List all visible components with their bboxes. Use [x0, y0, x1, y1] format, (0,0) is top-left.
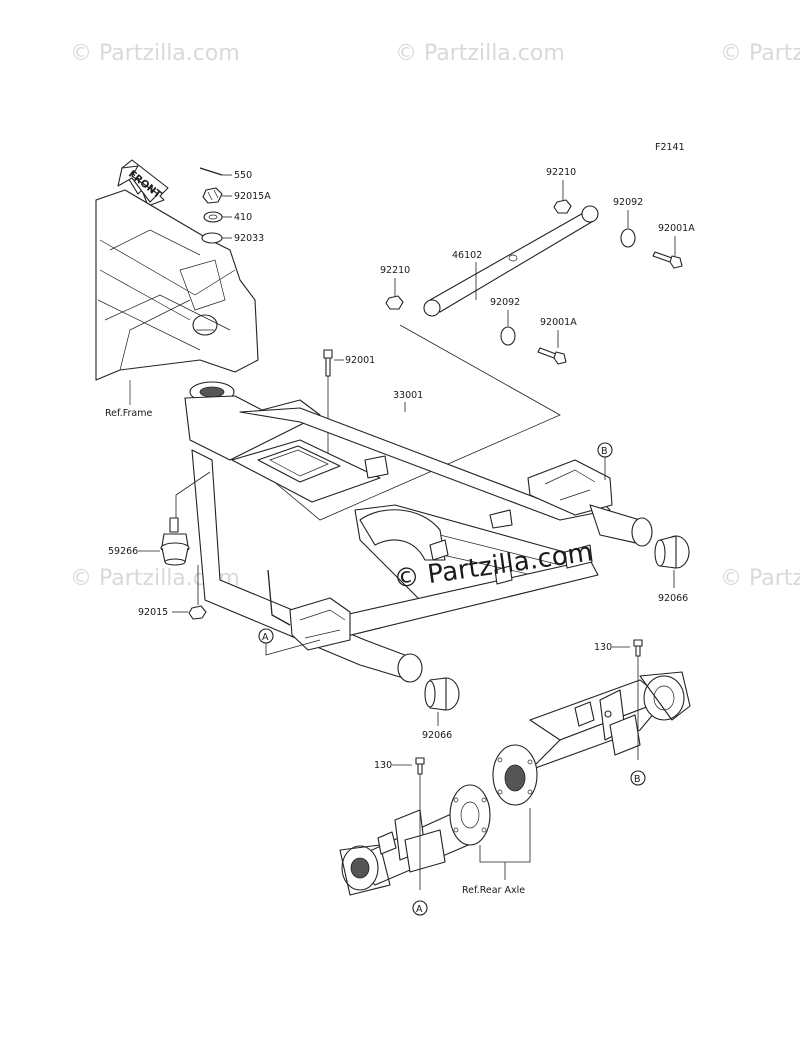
callout-b-upper: B	[601, 446, 608, 457]
part-92210-top-label: 92210	[546, 167, 576, 178]
part-46102-label: 46102	[452, 250, 482, 261]
nut-icon	[385, 295, 404, 310]
frame-reference-drawing	[95, 189, 259, 405]
axle-flange-left	[449, 784, 491, 846]
part-92066-bottom-label: 92066	[422, 730, 452, 741]
end-cap-92066-bottom	[424, 677, 460, 711]
front-arrow-icon: FRONT	[117, 159, 169, 207]
watermark: © Partzilla.com	[70, 41, 240, 66]
ref-frame-label: Ref.Frame	[105, 408, 152, 419]
tie-rod-46102	[423, 205, 599, 317]
watermark: © Partzilla.com	[720, 566, 800, 591]
part-410-label: 410	[234, 212, 252, 223]
bolt-icon	[633, 639, 643, 657]
castle-nut-icon	[202, 187, 223, 204]
bushing-icon	[620, 228, 636, 248]
nut-icon	[553, 199, 572, 214]
stopper-59266	[160, 517, 190, 566]
part-130-left-label: 130	[374, 760, 392, 771]
callout-b-lower: B	[634, 774, 641, 785]
diagram-code: F2141	[655, 142, 685, 153]
end-cap-92066-right	[654, 535, 690, 569]
part-92092-top-label: 92092	[613, 197, 643, 208]
rear-axle-left-housing	[339, 809, 481, 896]
nut-icon	[188, 605, 207, 620]
callout-a-upper: A	[262, 632, 269, 643]
rear-axle-right-housing	[529, 671, 691, 771]
axle-flange-right	[492, 744, 538, 806]
part-92015-label: 92015	[138, 607, 168, 618]
part-92066-right-label: 92066	[658, 593, 688, 604]
bolt-icon	[323, 349, 333, 377]
bushing-icon	[500, 326, 516, 346]
ref-rear-axle-label: Ref.Rear Axle	[462, 885, 525, 896]
part-33001-label: 33001	[393, 390, 423, 401]
bolt-icon	[652, 251, 683, 269]
cotter-pin-icon	[199, 167, 223, 176]
bolt-icon	[537, 347, 567, 365]
watermark: © Partzilla.com	[720, 41, 800, 66]
part-92001-label: 92001	[345, 355, 375, 366]
bolt-icon	[415, 757, 425, 775]
part-92015a-label: 92015A	[234, 191, 271, 202]
part-59266-label: 59266	[108, 546, 138, 557]
callout-a-lower: A	[416, 904, 423, 915]
part-92001a-mid-label: 92001A	[540, 317, 577, 328]
watermark: © Partzilla.com	[395, 41, 565, 66]
snap-ring-icon	[201, 232, 223, 244]
washer-icon	[203, 211, 223, 223]
part-92001a-top-label: 92001A	[658, 223, 695, 234]
part-92033-label: 92033	[234, 233, 264, 244]
swingarm-33001	[184, 381, 653, 683]
callout-circle	[412, 900, 428, 916]
part-92092-mid-label: 92092	[490, 297, 520, 308]
callout-circle	[630, 770, 646, 786]
part-130-right-label: 130	[594, 642, 612, 653]
part-550-label: 550	[234, 170, 252, 181]
part-92210-mid-label: 92210	[380, 265, 410, 276]
